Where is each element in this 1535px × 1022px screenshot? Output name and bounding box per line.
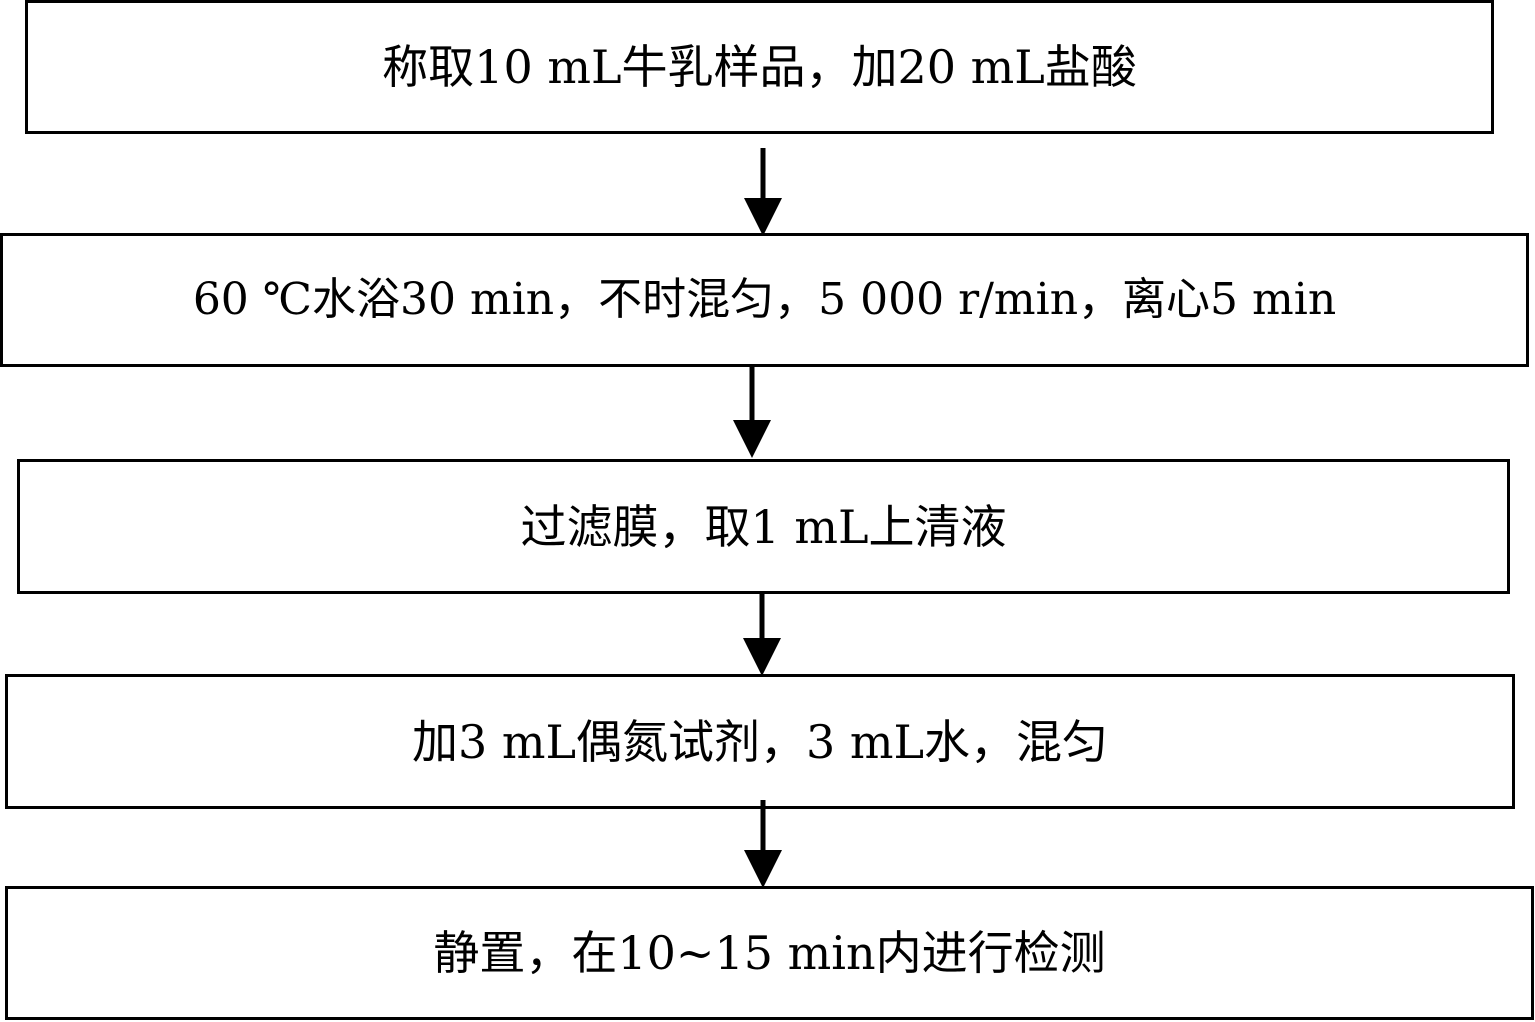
flow-step-text: 加3 mL偶氮试剂，3 mL水，混匀 — [411, 714, 1109, 769]
flow-step-text: 静置，在10~15 min内进行检测 — [433, 926, 1106, 980]
flow-step-text: 过滤膜，取1 mL上清液 — [520, 499, 1007, 554]
flow-arrow-2 — [733, 367, 771, 458]
flow-step-detect: 静置，在10~15 min内进行检测 — [5, 886, 1534, 1020]
flow-step-filter-supernatant: 过滤膜，取1 mL上清液 — [17, 459, 1510, 594]
flow-step-text: 60 ℃水浴30 min，不时混匀，5 000 r/min，离心5 min — [192, 274, 1337, 325]
flow-step-text: 称取10 mL牛乳样品，加20 mL盐酸 — [382, 40, 1137, 94]
flow-arrow-4 — [744, 800, 782, 888]
flow-step-water-bath-centrifuge: 60 ℃水浴30 min，不时混匀，5 000 r/min，离心5 min — [0, 233, 1529, 367]
flow-step-add-reagent: 加3 mL偶氮试剂，3 mL水，混匀 — [5, 674, 1515, 809]
flow-arrow-3 — [743, 594, 781, 676]
flow-arrow-1 — [744, 148, 782, 236]
flow-step-weigh-sample: 称取10 mL牛乳样品，加20 mL盐酸 — [25, 0, 1494, 134]
